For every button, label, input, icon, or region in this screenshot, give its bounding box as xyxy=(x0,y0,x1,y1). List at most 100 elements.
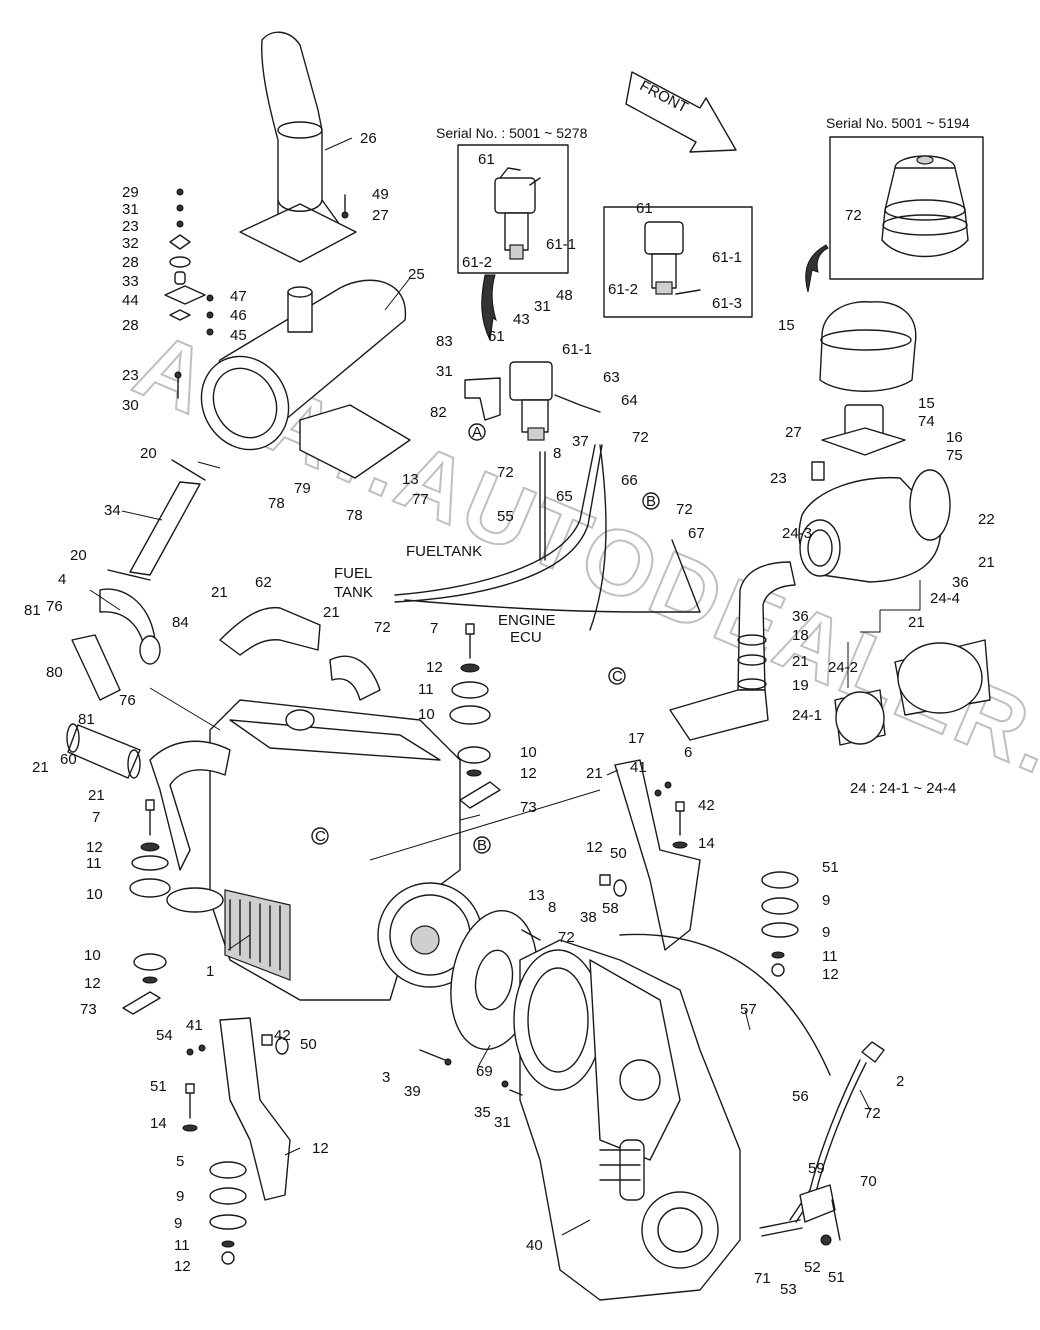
label: 72 xyxy=(845,207,862,224)
label: 37 xyxy=(572,433,589,450)
label: 28 xyxy=(122,317,139,334)
label: 3 xyxy=(382,1069,390,1086)
svg-text:FUEL: FUEL xyxy=(334,565,372,582)
label: 62 xyxy=(255,574,272,591)
label: 64 xyxy=(621,392,638,409)
label: 21 xyxy=(211,584,228,601)
label: 20 xyxy=(140,445,157,462)
label: 20 xyxy=(70,547,87,564)
label: 36 xyxy=(792,608,809,625)
dipstick-assembly xyxy=(619,933,885,1246)
label: 74 xyxy=(918,413,935,430)
label: 21 xyxy=(586,765,603,782)
svg-text:Serial No. 5001 ~ 5194: Serial No. 5001 ~ 5194 xyxy=(826,115,970,131)
label: 78 xyxy=(268,495,285,512)
label: 67 xyxy=(688,525,705,542)
label: 9 xyxy=(174,1215,182,1232)
label: 61 xyxy=(488,328,505,345)
label: 29 xyxy=(122,184,139,201)
label: 61-3 xyxy=(712,295,742,312)
label: 35 xyxy=(474,1104,491,1121)
label: 9 xyxy=(822,924,830,941)
label: 31 xyxy=(436,363,453,380)
label: 12 xyxy=(520,765,537,782)
label: 72 xyxy=(497,464,514,481)
label: 43 xyxy=(513,311,530,328)
label: 12 xyxy=(312,1140,329,1157)
label: 79 xyxy=(294,480,311,497)
label: 13 xyxy=(402,471,419,488)
label: 80 xyxy=(46,664,63,681)
leader-lines xyxy=(89,137,921,1236)
label: 33 xyxy=(122,273,139,290)
label: 15 xyxy=(918,395,935,412)
label: 22 xyxy=(978,511,995,528)
label: 24-2 xyxy=(828,659,858,676)
label: 71 xyxy=(754,1270,771,1287)
label: 1 xyxy=(206,963,214,980)
label: 73 xyxy=(80,1001,97,1018)
label: 61 xyxy=(636,200,653,217)
label: 7 xyxy=(430,620,438,637)
label: 50 xyxy=(300,1036,317,1053)
mount-stack-left xyxy=(122,799,171,1015)
label: 57 xyxy=(740,1001,757,1018)
label: 27 xyxy=(372,207,389,224)
label: 75 xyxy=(946,447,963,464)
label: 69 xyxy=(476,1063,493,1080)
notes: FUEL TANK ENGINE ECU 24 : 24-1 ~ 24-4 xyxy=(334,565,956,797)
label: 21 xyxy=(88,787,105,804)
front-arrow: FRONT xyxy=(625,71,737,153)
label: 21 xyxy=(323,604,340,621)
svg-text:TANK: TANK xyxy=(334,584,373,601)
label: 51 xyxy=(828,1269,845,1286)
label: 12 xyxy=(84,975,101,992)
label: 55 xyxy=(497,508,514,525)
label: 11 xyxy=(822,948,838,965)
label: 51 xyxy=(150,1078,167,1095)
label: 18 xyxy=(792,627,809,644)
fuel-filter-main xyxy=(464,361,601,441)
label: 10 xyxy=(86,886,103,903)
label: 10 xyxy=(520,744,537,761)
label: 61-2 xyxy=(462,254,492,271)
label: 72 xyxy=(632,429,649,446)
label: 12 xyxy=(586,839,603,856)
label: 5 xyxy=(176,1153,184,1170)
label: 21 xyxy=(32,759,49,776)
label: 76 xyxy=(46,598,63,615)
label: 11 xyxy=(174,1237,190,1254)
label: 21 xyxy=(792,653,809,670)
label: 11 xyxy=(86,855,102,872)
label: 81 xyxy=(78,711,95,728)
label: 63 xyxy=(603,369,620,386)
svg-text:B: B xyxy=(646,493,656,510)
label: 15 xyxy=(778,317,795,334)
label: 31 xyxy=(494,1114,511,1131)
label: 23 xyxy=(122,218,139,235)
air-intake-tubes xyxy=(669,561,796,741)
label: 7 xyxy=(92,809,100,826)
label: 10 xyxy=(418,706,435,723)
label: 49 xyxy=(372,186,389,203)
label: 2 xyxy=(896,1073,904,1090)
label: 42 xyxy=(274,1027,291,1044)
label: 77 xyxy=(412,491,429,508)
transmission xyxy=(513,939,741,1301)
label: 11 xyxy=(418,681,434,698)
mount-stack-right xyxy=(449,623,501,809)
label: 12 xyxy=(426,659,443,676)
label: 61-2 xyxy=(608,281,638,298)
label: 82 xyxy=(430,404,447,421)
label: 34 xyxy=(104,502,121,519)
label: 23 xyxy=(122,367,139,384)
fuel-filter-variant-box xyxy=(603,206,753,318)
misc-bolts xyxy=(419,929,541,1096)
label: FUELTANK xyxy=(406,543,482,560)
label: 17 xyxy=(628,730,645,747)
label: 24-4 xyxy=(930,590,960,607)
label: 38 xyxy=(580,909,597,926)
label: 61-1 xyxy=(712,249,742,266)
label: 12 xyxy=(822,966,839,983)
